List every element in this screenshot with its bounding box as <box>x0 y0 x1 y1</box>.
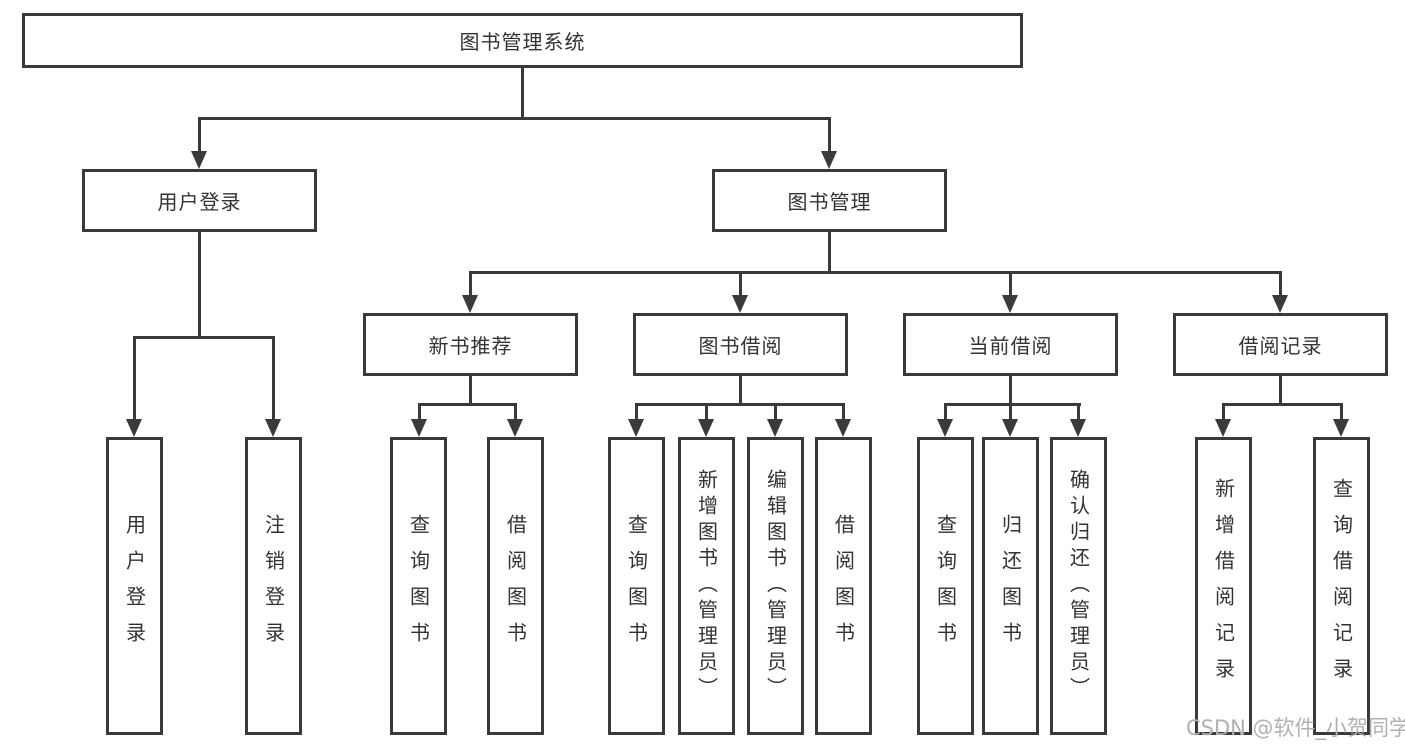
arrowhead-book-borrow <box>732 295 748 313</box>
arrowhead-bb-edit <box>767 419 783 437</box>
connector-user-login-stem <box>197 232 201 339</box>
leaf-cb-query-books: 查询图书 <box>917 437 974 735</box>
connector-root-stem <box>520 68 524 117</box>
leaf-nb-borrow-books-label: 借阅图书 <box>503 514 528 658</box>
connector-drop-book-management <box>827 117 831 153</box>
connector-drop-br-query <box>1339 403 1343 421</box>
leaf-bb-edit-book-admin: 编辑图书（管理员） <box>747 437 804 735</box>
connector-drop-nb-borrow <box>513 403 517 421</box>
arrowhead-cb-return <box>1002 419 1018 437</box>
arrowhead-nb-borrow <box>507 419 523 437</box>
leaf-cb-confirm-return-admin-label: 确认归还（管理员） <box>1066 469 1091 703</box>
connector-borrow-records-stem <box>1278 376 1282 406</box>
connector-drop-bb-add <box>704 403 708 421</box>
node-system-root: 图书管理系统 <box>22 13 1023 68</box>
leaf-user-login-label: 用户登录 <box>122 514 147 658</box>
connector-drop-bb-query <box>634 403 638 421</box>
leaf-logout-label: 注销登录 <box>261 514 286 658</box>
node-new-book-recommend: 新书推荐 <box>363 313 578 376</box>
connector-drop-user-login <box>197 117 201 153</box>
arrowhead-bb-query <box>628 419 644 437</box>
connector-drop-current-borrow <box>1008 271 1012 298</box>
arrowhead-logout-leaf <box>265 419 281 437</box>
connector-level2-rail <box>197 117 831 120</box>
leaf-bb-edit-book-admin-label: 编辑图书（管理员） <box>763 469 788 703</box>
connector-new-book-rail <box>417 403 517 406</box>
connector-drop-logout-leaf <box>271 336 275 422</box>
arrowhead-borrow-records <box>1272 295 1288 313</box>
arrowhead-book-management <box>821 151 837 169</box>
node-new-book-recommend-label: 新书推荐 <box>428 334 513 358</box>
arrowhead-user-login <box>191 151 207 169</box>
leaf-nb-query-books-label: 查询图书 <box>406 514 431 658</box>
node-user-login: 用户登录 <box>82 169 317 232</box>
leaf-bb-add-book-admin-label: 新增图书（管理员） <box>694 469 719 703</box>
connector-book-management-stem <box>827 232 831 274</box>
csdn-watermark: CSDN @软件_小贺同学 <box>1186 716 1405 740</box>
connector-drop-login-leaf <box>132 336 136 422</box>
arrowhead-new-book <box>462 295 478 313</box>
leaf-cb-return-books: 归还图书 <box>982 437 1039 735</box>
connector-book-borrow-stem <box>738 376 742 406</box>
arrowhead-current-borrow <box>1002 295 1018 313</box>
connector-user-login-rail <box>132 336 275 339</box>
connector-drop-nb-query <box>417 403 421 421</box>
node-book-management: 图书管理 <box>712 169 947 232</box>
node-book-borrowing-label: 图书借阅 <box>698 334 783 358</box>
node-current-borrowing-label: 当前借阅 <box>968 334 1053 358</box>
leaf-cb-return-books-label: 归还图书 <box>998 514 1023 658</box>
leaf-bb-borrow-books: 借阅图书 <box>815 437 872 735</box>
connector-drop-bb-edit <box>773 403 777 421</box>
arrowhead-bb-borrow <box>835 419 851 437</box>
arrowhead-cb-confirm <box>1070 419 1086 437</box>
leaf-bb-borrow-books-label: 借阅图书 <box>831 514 856 658</box>
leaf-nb-query-books: 查询图书 <box>390 437 447 735</box>
leaf-cb-confirm-return-admin: 确认归还（管理员） <box>1050 437 1107 735</box>
arrowhead-br-add <box>1215 419 1231 437</box>
leaf-br-query-record-label: 查询借阅记录 <box>1329 478 1354 694</box>
node-system-root-label: 图书管理系统 <box>459 30 586 54</box>
arrowhead-login-leaf <box>126 419 142 437</box>
arrowhead-cb-query <box>937 419 953 437</box>
leaf-bb-query-books-label: 查询图书 <box>624 514 649 658</box>
leaf-cb-query-books-label: 查询图书 <box>933 514 958 658</box>
leaf-nb-borrow-books: 借阅图书 <box>487 437 544 735</box>
arrowhead-br-query <box>1333 419 1349 437</box>
connector-drop-borrow-records <box>1278 271 1282 298</box>
connector-drop-bb-borrow <box>841 403 845 421</box>
node-borrowing-records-label: 借阅记录 <box>1238 334 1323 358</box>
connector-drop-br-add <box>1221 403 1225 421</box>
leaf-user-login: 用户登录 <box>106 437 163 735</box>
connector-drop-cb-return <box>1008 403 1012 421</box>
connector-level3-rail <box>468 271 1282 274</box>
node-user-login-label: 用户登录 <box>157 190 242 214</box>
leaf-br-add-record: 新增借阅记录 <box>1195 437 1252 735</box>
connector-drop-cb-confirm <box>1076 403 1080 421</box>
node-book-management-label: 图书管理 <box>787 190 872 214</box>
arrowhead-bb-add <box>698 419 714 437</box>
connector-current-borrow-rail <box>943 403 1081 406</box>
connector-borrow-records-rail <box>1221 403 1343 406</box>
connector-drop-cb-query <box>943 403 947 421</box>
leaf-logout: 注销登录 <box>245 437 302 735</box>
connector-drop-book-borrow <box>738 271 742 298</box>
leaf-br-query-record: 查询借阅记录 <box>1313 437 1370 735</box>
connector-new-book-stem <box>468 376 472 406</box>
connector-book-borrow-rail <box>634 403 845 406</box>
node-current-borrowing: 当前借阅 <box>903 313 1118 376</box>
arrowhead-nb-query <box>411 419 427 437</box>
leaf-br-add-record-label: 新增借阅记录 <box>1211 478 1236 694</box>
leaf-bb-add-book-admin: 新增图书（管理员） <box>678 437 735 735</box>
node-borrowing-records: 借阅记录 <box>1173 313 1388 376</box>
connector-drop-new-book <box>468 271 472 298</box>
connector-current-borrow-stem <box>1008 376 1012 406</box>
node-book-borrowing: 图书借阅 <box>633 313 848 376</box>
leaf-bb-query-books: 查询图书 <box>608 437 665 735</box>
